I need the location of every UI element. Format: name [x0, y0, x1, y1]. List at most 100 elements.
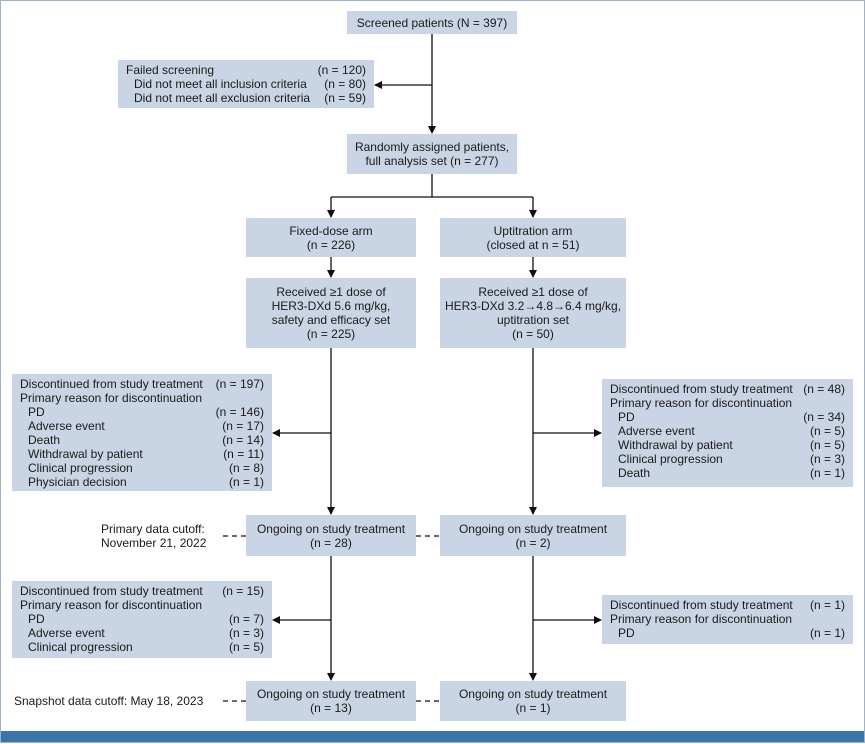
ongoing-left-1-line1: Ongoing on study treatment — [256, 521, 406, 536]
disc-right-2-subtitle: Primary reason for discontinuation — [610, 612, 793, 626]
disc-right-1-row: Death (n = 1) — [610, 466, 845, 480]
disc-reason-label: PD — [28, 405, 45, 419]
fixed-dose-arm-box: Fixed-dose arm (n = 226) — [246, 218, 416, 257]
inclusion-criteria-row: Did not meet all inclusion criteria (n =… — [126, 77, 366, 91]
disc-left-1-row: Withdrawal by patient (n = 11) — [20, 447, 264, 461]
fixed-dose-set-box: Received ≥1 dose of HER3-DXd 5.6 mg/kg, … — [246, 278, 416, 348]
disc-right-2-title-count: (n = 1) — [809, 598, 845, 612]
disc-left-2-row: Clinical progression (n = 5) — [20, 640, 264, 654]
disc-left-1-row: Death (n = 14) — [20, 433, 264, 447]
disc-reason-label: PD — [28, 612, 45, 626]
disc-reason-count: (n = 1) — [809, 466, 845, 480]
uptitration-arm-line1: Uptitration arm — [493, 223, 573, 238]
disc-reason-label: Adverse event — [28, 626, 105, 640]
disc-left-1-row: Clinical progression (n = 8) — [20, 461, 264, 475]
ongoing-fixed-snapshot-box: Ongoing on study treatment (n = 13) — [246, 681, 416, 721]
uptitration-set-line1: Received ≥1 dose of — [478, 285, 588, 299]
failed-screening-row: Failed screening (n = 120) — [126, 63, 366, 77]
uptitration-set-line4: (n = 50) — [512, 327, 554, 341]
disc-reason-label: Withdrawal by patient — [28, 447, 143, 461]
disc-reason-label: Clinical progression — [618, 452, 723, 466]
disc-reason-label: Clinical progression — [28, 640, 133, 654]
fixed-arm-line1: Fixed-dose arm — [289, 223, 373, 238]
disc-reason-label: Adverse event — [28, 419, 105, 433]
disc-left-2-title-count: (n = 15) — [222, 584, 264, 598]
ongoing-right-1-line2: (n = 2) — [515, 535, 551, 550]
disc-reason-count: (n = 7) — [228, 612, 264, 626]
disc-left-1-subtitle: Primary reason for discontinuation — [20, 391, 203, 405]
disc-left-1-row: Adverse event (n = 17) — [20, 419, 264, 433]
disc-right-1-title-count: (n = 48) — [803, 382, 845, 396]
disc-right-1-row: Withdrawal by patient (n = 5) — [610, 438, 845, 452]
disc-reason-label: Physician decision — [28, 475, 127, 489]
disc-right-2-title: Discontinued from study treatment — [610, 598, 793, 612]
disc-reason-count: (n = 146) — [215, 405, 264, 419]
uptitration-set-box: Received ≥1 dose of HER3-DXd 3.2→4.8→6.4… — [440, 278, 626, 348]
failed-screening-box: Failed screening (n = 120) Did not meet … — [118, 60, 374, 108]
ongoing-left-2-line1: Ongoing on study treatment — [256, 687, 406, 701]
disc-left-2-title-row: Discontinued from study treatment (n = 1… — [20, 584, 264, 598]
disc-reason-label: Death — [28, 433, 61, 447]
failed-screening-label: Failed screening — [126, 63, 215, 77]
disc-right-1-title: Discontinued from study treatment — [610, 382, 793, 396]
disc-reason-count: (n = 8) — [228, 461, 264, 475]
uptitration-set-line2: HER3-DXd 3.2→4.8→6.4 mg/kg, — [444, 299, 622, 313]
ongoing-fixed-primary-box: Ongoing on study treatment (n = 28) — [246, 515, 416, 556]
screened-patients-text: Screened patients (N = 397) — [356, 15, 508, 30]
primary-data-cutoff-label: Primary data cutoff: November 21, 2022 — [101, 522, 206, 550]
disc-right-2-title-row: Discontinued from study treatment (n = 1… — [610, 598, 845, 612]
disc-reason-label: Adverse event — [618, 424, 695, 438]
ongoing-right-2-line2: (n = 1) — [515, 701, 551, 715]
disc-reason-count: (n = 5) — [809, 424, 845, 438]
exclusion-criteria-count: (n = 59) — [324, 91, 366, 105]
primary-cutoff-line1: Primary data cutoff: — [101, 522, 205, 536]
screened-patients-box: Screened patients (N = 397) — [347, 11, 517, 34]
disc-right-1-subtitle: Primary reason for discontinuation — [610, 396, 793, 410]
snapshot-cutoff-line1: Snapshot data cutoff: May 18, 2023 — [14, 694, 204, 708]
failed-screening-count: (n = 120) — [317, 63, 366, 77]
ongoing-uptitration-snapshot-box: Ongoing on study treatment (n = 1) — [440, 681, 626, 721]
disc-right-2-row: PD (n = 1) — [610, 626, 845, 640]
disc-reason-count: (n = 3) — [228, 626, 264, 640]
randomized-line1: Randomly assigned patients, — [354, 140, 510, 154]
inclusion-criteria-count: (n = 80) — [324, 77, 366, 91]
randomized-line2: full analysis set (n = 277) — [365, 154, 499, 168]
disc-reason-count: (n = 5) — [809, 438, 845, 452]
disc-right-1-title-row: Discontinued from study treatment (n = 4… — [610, 382, 845, 396]
fixed-set-line4: (n = 225) — [306, 327, 356, 341]
primary-cutoff-line2: November 21, 2022 — [101, 536, 207, 550]
bottom-accent-bar — [1, 731, 864, 742]
fixed-arm-line2: (n = 226) — [306, 237, 356, 252]
discontinued-uptitration-primary-box: Discontinued from study treatment (n = 4… — [602, 379, 853, 487]
inclusion-criteria-label: Did not meet all inclusion criteria — [134, 77, 307, 91]
fixed-set-line2: HER3-DXd 5.6 mg/kg, — [271, 299, 391, 313]
randomized-box: Randomly assigned patients, full analysi… — [347, 134, 517, 174]
ongoing-right-1-line1: Ongoing on study treatment — [458, 521, 608, 536]
disc-left-2-row: Adverse event (n = 3) — [20, 626, 264, 640]
disc-reason-label: Clinical progression — [28, 461, 133, 475]
ongoing-uptitration-primary-box: Ongoing on study treatment (n = 2) — [440, 515, 626, 556]
disc-reason-count: (n = 11) — [223, 447, 264, 461]
disc-right-1-row: Clinical progression (n = 3) — [610, 452, 845, 466]
disc-reason-count: (n = 3) — [809, 452, 845, 466]
exclusion-criteria-label: Did not meet all exclusion criteria — [134, 91, 311, 105]
ongoing-left-1-line2: (n = 28) — [310, 535, 352, 550]
disc-reason-label: PD — [618, 626, 635, 640]
uptitration-arm-line2: (closed at n = 51) — [486, 237, 580, 252]
disc-left-1-row: Physician decision (n = 1) — [20, 475, 264, 489]
uptitration-arm-box: Uptitration arm (closed at n = 51) — [440, 218, 626, 257]
disc-left-2-title: Discontinued from study treatment — [20, 584, 203, 598]
disc-right-1-row: PD (n = 34) — [610, 410, 845, 424]
fixed-set-line1: Received ≥1 dose of — [276, 285, 386, 299]
disc-reason-count: (n = 5) — [228, 640, 264, 654]
fixed-set-line3: safety and efficacy set — [271, 313, 391, 327]
snapshot-data-cutoff-label: Snapshot data cutoff: May 18, 2023 — [14, 694, 203, 708]
disc-reason-label: Withdrawal by patient — [618, 438, 733, 452]
discontinued-uptitration-snapshot-box: Discontinued from study treatment (n = 1… — [602, 595, 853, 644]
disc-left-1-title-row: Discontinued from study treatment (n = 1… — [20, 377, 264, 391]
disc-reason-count: (n = 1) — [228, 475, 264, 489]
discontinued-fixed-primary-box: Discontinued from study treatment (n = 1… — [12, 374, 272, 491]
disc-left-2-row: PD (n = 7) — [20, 612, 264, 626]
exclusion-criteria-row: Did not meet all exclusion criteria (n =… — [126, 91, 366, 105]
